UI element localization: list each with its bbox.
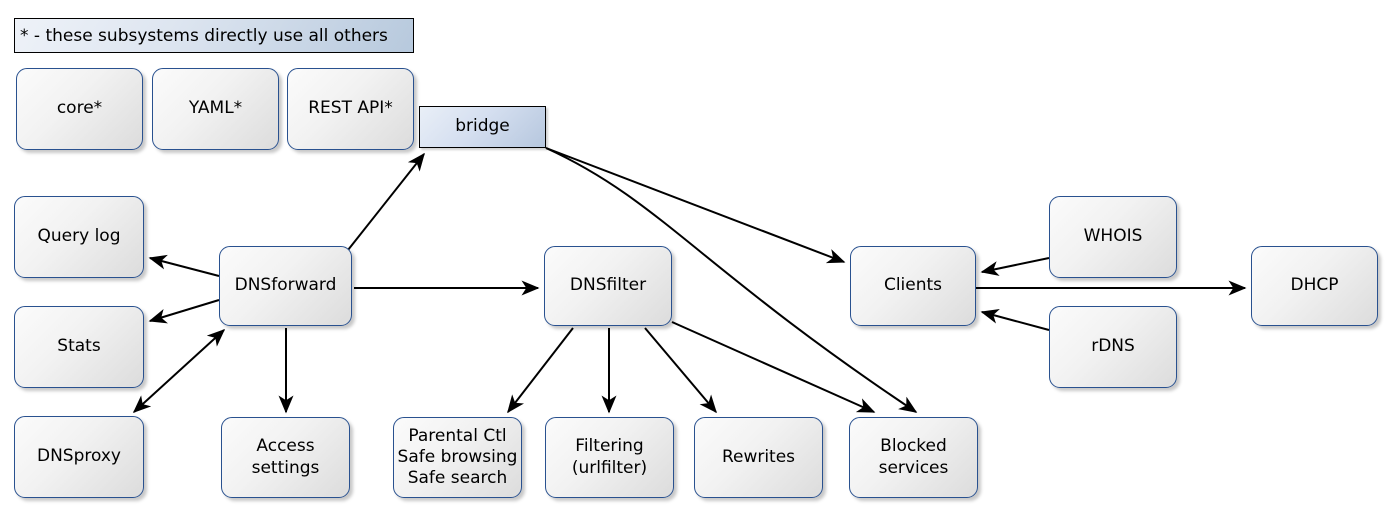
edge-dnsforward-querylog <box>148 254 220 277</box>
node-dnsfilter[interactable]: DNSfilter <box>544 246 672 326</box>
node-label: DNSfilter <box>569 275 647 296</box>
node-label: Blocked services <box>878 436 949 478</box>
node-label: rDNS <box>1091 336 1135 357</box>
node-label: core* <box>56 98 103 119</box>
edge-dnsforward-stats <box>148 299 220 324</box>
node-stats[interactable]: Stats <box>14 306 144 388</box>
node-label: Stats <box>57 336 101 357</box>
node-rewrites[interactable]: Rewrites <box>694 417 823 498</box>
node-parental[interactable]: Parental Ctl Safe browsing Safe search <box>393 417 522 498</box>
edge-bridge-clients <box>545 147 846 264</box>
edge-rdns-clients <box>980 309 1050 331</box>
node-filtering[interactable]: Filtering (urlfilter) <box>545 417 674 498</box>
node-dnsforward[interactable]: DNSforward <box>219 246 352 326</box>
legend-box: * - these subsystems directly use all ot… <box>14 18 414 53</box>
edge-dnsforward-bridge <box>347 152 425 251</box>
node-label: Filtering (urlfilter) <box>571 436 648 478</box>
edge-whois-clients <box>980 257 1050 276</box>
node-label: WHOIS <box>1083 226 1143 247</box>
node-accesssettings[interactable]: Access settings <box>221 417 350 498</box>
node-rdns[interactable]: rDNS <box>1049 306 1177 388</box>
node-label: Parental Ctl Safe browsing Safe search <box>397 425 518 489</box>
node-label: Clients <box>883 275 943 296</box>
node-clients[interactable]: Clients <box>850 246 976 326</box>
node-label: DNSproxy <box>36 446 121 467</box>
node-bridge[interactable]: bridge <box>419 106 546 148</box>
legend-text: * - these subsystems directly use all ot… <box>20 25 388 46</box>
node-label: DHCP <box>1290 275 1339 296</box>
node-querylog[interactable]: Query log <box>14 196 144 278</box>
edge-dnsfilter-rewrites <box>644 327 717 414</box>
node-label: Access settings <box>251 436 320 478</box>
node-blockedservices[interactable]: Blocked services <box>849 417 978 498</box>
node-label: Rewrites <box>721 446 796 467</box>
node-dnsproxy[interactable]: DNSproxy <box>14 416 144 498</box>
node-label: Query log <box>37 226 121 247</box>
edge-dnsfilter-parental <box>507 327 574 414</box>
node-core[interactable]: core* <box>16 68 143 150</box>
node-label: REST API* <box>308 98 393 119</box>
edge-dnsfilter-blockedservices <box>671 321 876 413</box>
node-dhcp[interactable]: DHCP <box>1251 246 1378 326</box>
node-label: bridge <box>455 116 510 137</box>
node-restapi[interactable]: REST API* <box>287 68 414 150</box>
node-label: DNSforward <box>234 275 337 296</box>
edge-dnsforward-dnsproxy <box>132 328 226 414</box>
node-yaml[interactable]: YAML* <box>152 68 279 150</box>
node-label: YAML* <box>188 98 243 119</box>
node-whois[interactable]: WHOIS <box>1049 196 1177 278</box>
